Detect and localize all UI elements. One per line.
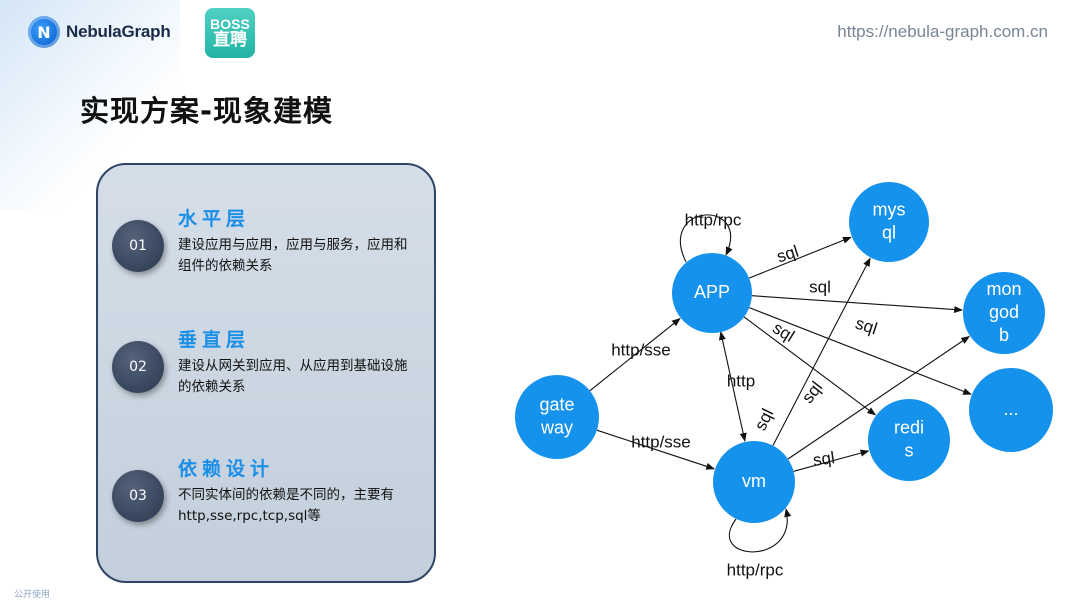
footer-note: 公开使用 bbox=[14, 590, 51, 600]
edge-app-vm bbox=[718, 331, 747, 442]
node-circle-redis bbox=[868, 399, 950, 481]
item-number-badge: 01 bbox=[112, 220, 164, 272]
node-gateway: gate way bbox=[515, 375, 599, 459]
page-title: 实现方案-现象建模 bbox=[80, 94, 334, 128]
edge-label-gateway-app: http/sse bbox=[611, 340, 671, 359]
node-label-mysql: mys bbox=[873, 199, 906, 219]
node-circle-app bbox=[672, 253, 752, 333]
panel-item-horizontal: 01 水平层 建设应用与应用，应用与服务，应用和组件的依赖关系 bbox=[98, 200, 438, 300]
node-circle-vm bbox=[713, 441, 795, 523]
edge-label-app-app: http/rpc bbox=[685, 210, 742, 229]
node-label-mongodb: b bbox=[999, 325, 1009, 345]
brand-name: NebulaGraph bbox=[66, 22, 171, 41]
node-label-app: APP bbox=[694, 282, 730, 302]
node-mongodb: mon god b bbox=[963, 272, 1045, 354]
node-redis: redi s bbox=[868, 399, 950, 481]
edge-gateway-vm bbox=[596, 429, 715, 470]
edge-vm-mongodb bbox=[787, 336, 970, 460]
node-label-vm: vm bbox=[742, 471, 766, 491]
edge-vm-redis bbox=[793, 449, 870, 472]
edge-label-app-mongodb: sql bbox=[809, 277, 831, 296]
node-circle-mongodb bbox=[963, 272, 1045, 354]
item-description: 建设从网关到应用、从应用到基础设施的依赖关系 bbox=[178, 358, 408, 395]
item-number-badge: 03 bbox=[112, 470, 164, 522]
edge-label-vm-mysql: sql bbox=[798, 378, 826, 407]
node-app: APP bbox=[672, 253, 752, 333]
edge-label-vm-vm: http/rpc bbox=[727, 560, 784, 579]
node-circle-mysql bbox=[849, 182, 929, 262]
edge-label-vm-redis: sql bbox=[812, 448, 836, 470]
edge-vm-mysql bbox=[772, 257, 871, 446]
edge-app-mysql bbox=[748, 236, 852, 279]
node-circle-gateway bbox=[515, 375, 599, 459]
node-label-more: ... bbox=[1003, 399, 1018, 419]
edge-label-app-mysql: sql bbox=[774, 242, 801, 267]
panel-item-vertical: 02 垂直层 建设从网关到应用、从应用到基础设施的依赖关系 bbox=[98, 321, 438, 421]
item-title: 依赖设计 bbox=[178, 458, 275, 480]
edge-app-more bbox=[748, 307, 972, 395]
site-url: https://nebula-graph.com.cn bbox=[837, 22, 1048, 41]
node-label-mongodb: god bbox=[989, 302, 1019, 322]
item-description: 不同实体间的依赖是不同的，主要有http,sse,rpc,tcp,sql等 bbox=[178, 487, 394, 524]
item-description: 建设应用与应用，应用与服务，应用和组件的依赖关系 bbox=[178, 237, 408, 274]
edge-label-gateway-vm: http/sse bbox=[631, 432, 691, 451]
edge-vm-vm bbox=[728, 508, 792, 553]
edge-app-mongodb bbox=[751, 295, 963, 314]
boss-logo-line2: 直聘 bbox=[213, 30, 247, 50]
boss-logo-line1: BOSS bbox=[210, 15, 250, 32]
node-label-mongodb: mon bbox=[986, 279, 1021, 299]
node-label-mysql: ql bbox=[882, 222, 896, 242]
item-title: 水平层 bbox=[178, 208, 251, 230]
node-more: ... bbox=[969, 368, 1053, 452]
node-label-redis: redi bbox=[894, 417, 924, 437]
node-vm: vm bbox=[713, 441, 795, 523]
node-mysql: mys ql bbox=[849, 182, 929, 262]
boss-zhipin-logo: BOSS 直聘 bbox=[205, 8, 255, 58]
edge-label-app-more: sql bbox=[853, 314, 880, 339]
item-title: 垂直层 bbox=[178, 329, 251, 351]
nebula-logo-icon: N bbox=[28, 16, 60, 48]
node-label-gateway: gate bbox=[539, 394, 574, 414]
edge-label-vm-mongodb: sql bbox=[751, 406, 778, 434]
edge-app-app bbox=[679, 214, 733, 263]
concept-panel: 01 水平层 建设应用与应用，应用与服务，应用和组件的依赖关系 02 垂直层 建… bbox=[96, 163, 436, 583]
item-number-badge: 02 bbox=[112, 341, 164, 393]
edge-app-redis bbox=[743, 316, 877, 416]
node-label-gateway: way bbox=[540, 417, 573, 437]
node-circle-more bbox=[969, 368, 1053, 452]
node-label-redis: s bbox=[905, 440, 914, 460]
edge-label-app-redis: sql bbox=[769, 318, 798, 346]
panel-item-dependency: 03 依赖设计 不同实体间的依赖是不同的，主要有http,sse,rpc,tcp… bbox=[98, 450, 438, 550]
edge-label-app-vm: http bbox=[727, 371, 755, 390]
nebula-graph-logo: N NebulaGraph bbox=[28, 16, 171, 48]
edge-gateway-app bbox=[589, 318, 681, 392]
